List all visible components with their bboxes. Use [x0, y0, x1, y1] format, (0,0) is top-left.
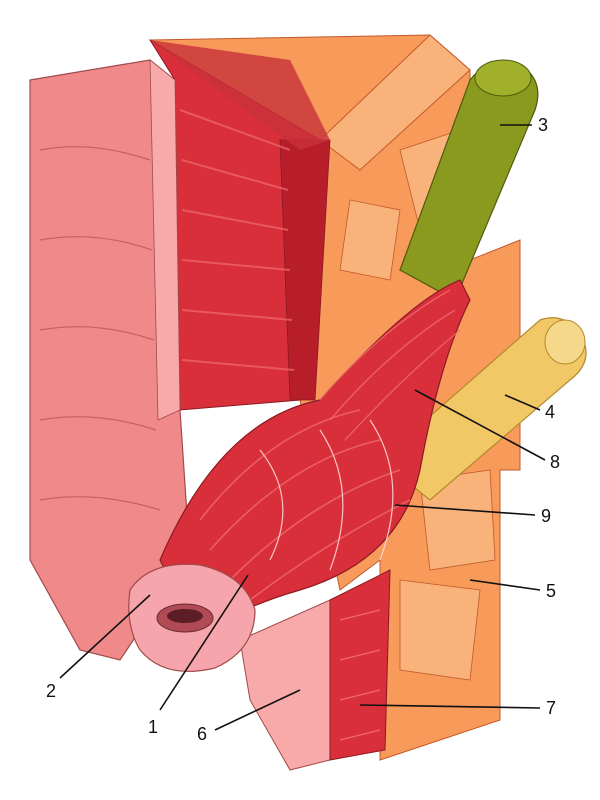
label-1: 1	[148, 717, 158, 737]
leader-line-7	[359, 704, 541, 709]
leader-line-5	[469, 579, 541, 591]
leader-line-4	[504, 394, 541, 411]
mucosa-wall	[29, 59, 191, 661]
label-3: 3	[538, 115, 548, 135]
leader-lines	[59, 124, 546, 731]
label-5: 5	[546, 581, 556, 601]
leader-line-8	[414, 389, 546, 461]
leader-line-2	[59, 594, 151, 679]
lumen-opening	[128, 563, 256, 673]
label-9: 9	[541, 506, 551, 526]
yellow-vessel	[379, 317, 587, 501]
muscle-tube	[159, 279, 471, 642]
label-4: 4	[545, 402, 555, 422]
label-2: 2	[46, 681, 56, 701]
leader-line-1	[159, 574, 249, 711]
green-vessel	[399, 59, 539, 301]
label-8: 8	[550, 452, 560, 472]
label-6: 6	[197, 724, 207, 744]
muscle-layer-upper	[149, 39, 331, 411]
lower-mucosa-cut	[239, 569, 391, 771]
leader-line-9	[394, 504, 536, 516]
leader-line-6	[214, 689, 301, 731]
callout-labels: 3 4 8 9 5 7 6 1 2	[46, 115, 560, 744]
label-7: 7	[546, 698, 556, 718]
